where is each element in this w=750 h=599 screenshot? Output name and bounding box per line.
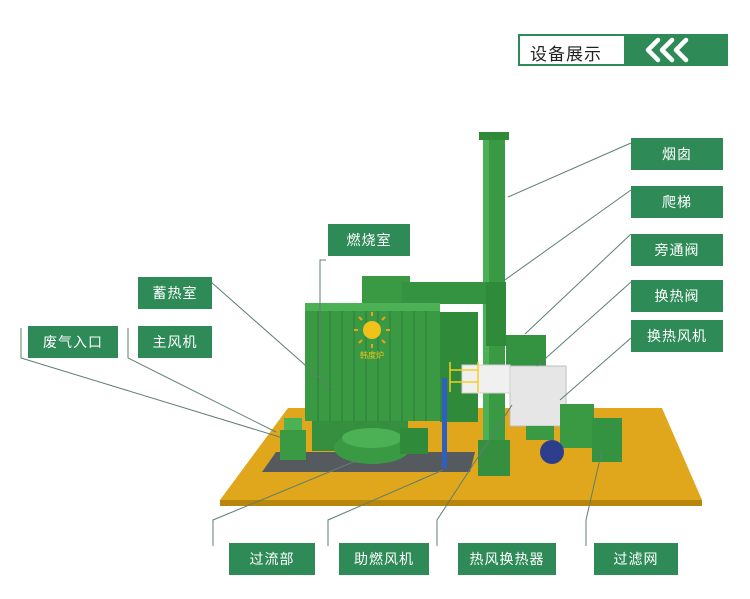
label-combustion-fan: 助燃风机 xyxy=(339,543,429,575)
lower-tank-assembly xyxy=(280,418,428,464)
triple-chevron-left-icon[interactable] xyxy=(624,34,728,66)
label-heat-exchange-valve: 换热阀 xyxy=(631,280,723,312)
label-regenerator: 蓄热室 xyxy=(138,277,212,309)
blue-pipe xyxy=(442,378,447,468)
section-header: 设备展示 xyxy=(518,34,728,66)
ladder xyxy=(449,362,479,392)
duct-system xyxy=(362,276,566,406)
label-ladder: 爬梯 xyxy=(631,186,723,218)
label-chimney: 烟囱 xyxy=(631,138,723,170)
sun-icon xyxy=(354,312,390,348)
heat-exchange-fan xyxy=(540,404,622,464)
label-waste-gas-inlet: 废气入口 xyxy=(28,326,118,358)
heat-exchanger-unit xyxy=(461,364,567,440)
section-title: 设备展示 xyxy=(530,45,602,65)
regenerator-block xyxy=(305,303,478,422)
label-bypass-valve: 旁通阀 xyxy=(631,234,723,266)
leader-lines xyxy=(20,142,632,546)
label-flow-section: 过流部 xyxy=(229,543,315,575)
label-main-fan: 主风机 xyxy=(138,326,212,358)
label-combustion-chamber: 燃烧室 xyxy=(328,224,410,256)
logo-text: 韩度炉 xyxy=(360,350,384,360)
label-hot-air-exchanger: 热风换热器 xyxy=(458,543,556,575)
label-heat-exchange-fan: 换热风机 xyxy=(631,320,723,352)
label-filter-screen: 过滤网 xyxy=(594,543,678,575)
